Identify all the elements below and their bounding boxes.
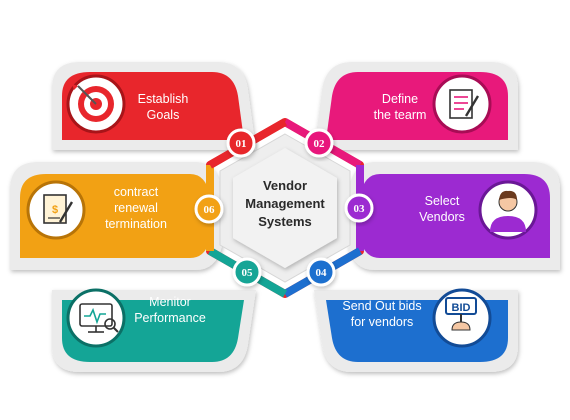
step-label-02: Define the tearm [374,92,427,122]
step-number-01: 01 [236,138,247,150]
step-number-06: 06 [204,204,216,216]
contract-icon: $ [26,180,86,240]
step-label-04: Send Out bids for vendors [342,299,421,329]
target-icon [66,74,126,134]
center-title: Vendor Management Systems [245,178,325,229]
step-badge-04: 04 [306,257,336,287]
person-icon [478,180,538,240]
step-label-06: contract renewal termination [105,185,167,231]
step-number-04: 04 [316,267,328,279]
step-badge-06: 06 [194,194,224,224]
step-label-05-line-1: Menitor [149,295,191,309]
step-badge-02: 02 [304,128,334,158]
step-label-05: Menitor Performance [134,295,206,325]
document-pen-icon [432,74,492,134]
step-label-02-line-1: Define [382,92,418,106]
center-line-2: Management [245,196,325,211]
step-label-01: Establish Goals [138,92,189,122]
bid-sign-icon: BID [432,288,492,348]
step-label-03-line-1: Select [425,194,460,208]
step-label-06-line-2: renewal [114,201,158,215]
step-label-02-line-2: the tearm [374,108,427,122]
center-line-1: Vendor [263,178,307,193]
center-line-3: Systems [258,214,311,229]
step-label-03: Select Vendors [419,194,465,224]
step-number-03: 03 [354,203,366,215]
monitor-search-icon [66,288,126,348]
step-label-06-line-1: contract [114,185,159,199]
step-badge-01: 01 [226,128,256,158]
svg-text:$: $ [52,204,58,216]
step-label-04-line-1: Send Out bids [342,299,421,313]
step-label-01-line-1: Establish [138,92,189,106]
step-badge-03: 03 [344,193,374,223]
center-hexagon [206,118,364,298]
svg-text:BID: BID [452,302,471,314]
step-label-04-line-2: for vendors [351,315,414,329]
step-label-01-line-2: Goals [147,108,180,122]
step-number-05: 05 [242,267,254,279]
step-badge-05: 05 [232,257,262,287]
step-number-02: 02 [314,138,326,150]
step-label-06-line-3: termination [105,217,167,231]
step-label-03-line-2: Vendors [419,210,465,224]
step-label-05-line-2: Performance [134,311,206,325]
